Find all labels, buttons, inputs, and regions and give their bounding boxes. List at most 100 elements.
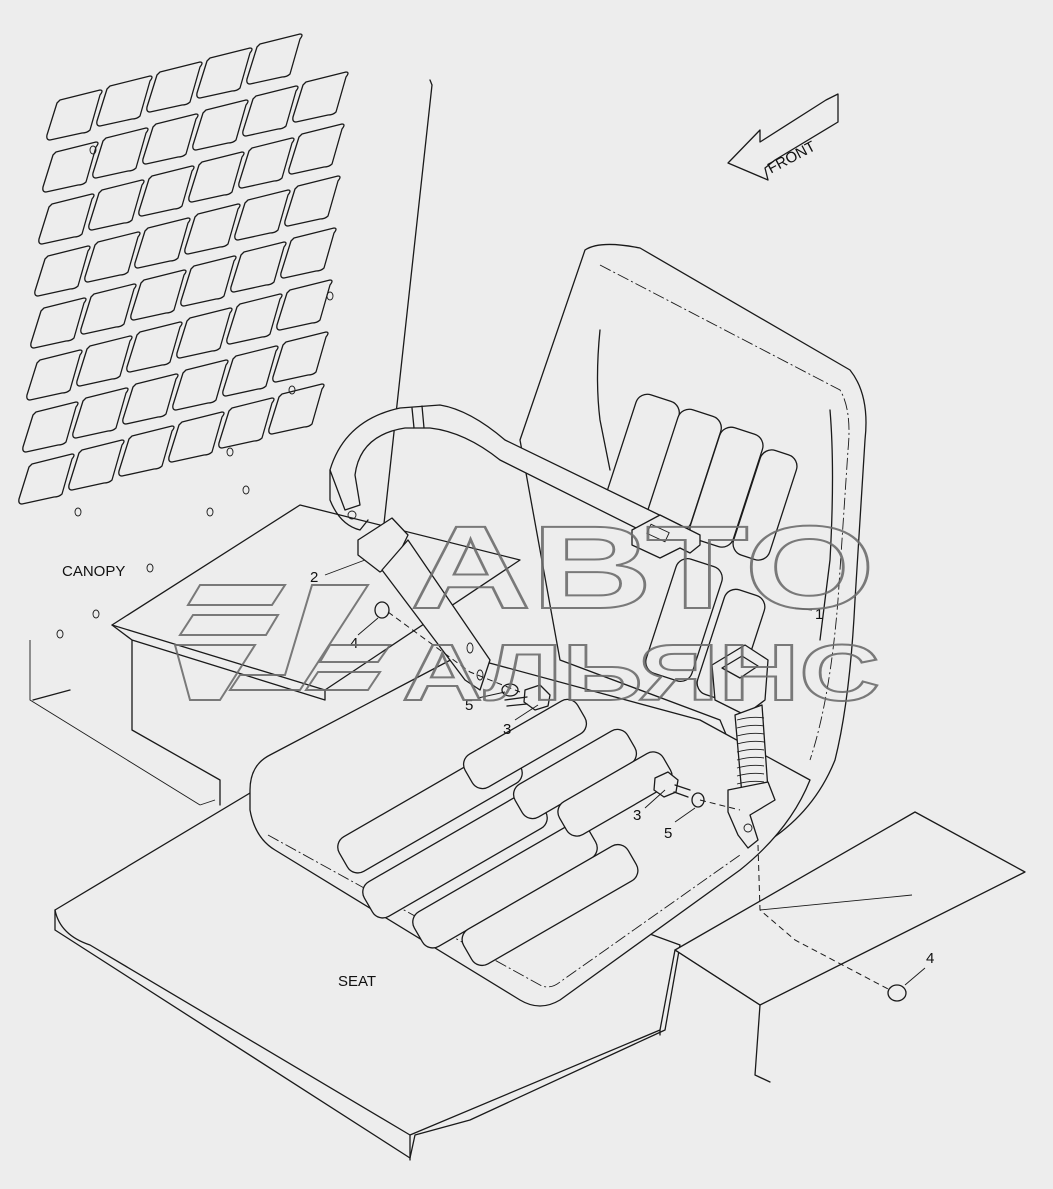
strap-loop bbox=[329, 469, 369, 531]
mesh-cell bbox=[76, 335, 133, 387]
mesh-cell bbox=[142, 113, 199, 165]
callout-5-right: 5 bbox=[664, 825, 672, 842]
buckle-receiver bbox=[711, 644, 769, 716]
callout-4-left: 4 bbox=[350, 635, 358, 652]
leader-3a bbox=[514, 704, 539, 721]
mesh-cell bbox=[226, 293, 283, 345]
backrest-seam bbox=[599, 264, 850, 761]
arm-hole-top bbox=[466, 642, 474, 654]
stalk-rib bbox=[736, 724, 765, 729]
mount-hole bbox=[226, 447, 234, 457]
mesh-cell bbox=[284, 175, 341, 227]
mount-hole bbox=[206, 507, 214, 517]
callout-2: 2 bbox=[310, 569, 318, 586]
mount-hole bbox=[56, 629, 64, 639]
mesh-cell bbox=[268, 383, 325, 435]
mesh-cell bbox=[134, 217, 191, 269]
strap-eyelet bbox=[347, 510, 357, 520]
mount-hole bbox=[89, 145, 97, 155]
stalk-rib bbox=[736, 740, 765, 745]
mesh-cell bbox=[238, 137, 295, 189]
mesh-cell bbox=[18, 453, 75, 505]
bolt-left bbox=[504, 684, 551, 711]
cushion-seam bbox=[267, 834, 741, 988]
leader-3b bbox=[644, 789, 666, 809]
mesh-cell bbox=[72, 387, 129, 439]
right-bracket-fold bbox=[659, 949, 771, 1083]
mesh-cell bbox=[22, 401, 79, 453]
stalk-rib bbox=[736, 732, 765, 737]
watermark: АВТО АЛЬЯНС bbox=[173, 501, 881, 718]
stalk-rib bbox=[736, 780, 765, 785]
stalk-rib bbox=[736, 764, 765, 769]
front-arrow: FRONT bbox=[727, 93, 839, 181]
bolt-right bbox=[653, 771, 691, 798]
mesh-cell bbox=[188, 151, 245, 203]
seat-platform bbox=[54, 789, 681, 1159]
mesh-cell bbox=[184, 203, 241, 255]
mesh-cell bbox=[118, 425, 175, 477]
mesh-cell bbox=[122, 373, 179, 425]
canopy-label: CANOPY bbox=[62, 563, 125, 580]
strap-band bbox=[411, 405, 425, 429]
canopy-plate-fold bbox=[111, 624, 326, 806]
mesh-cell bbox=[126, 321, 183, 373]
mesh-cell bbox=[42, 141, 99, 193]
callout-1: 1 bbox=[815, 606, 823, 623]
watermark-line1: АВТО bbox=[410, 502, 875, 634]
leader-5b bbox=[674, 807, 696, 823]
stalk-rib bbox=[736, 772, 765, 777]
mesh-cell bbox=[276, 279, 333, 331]
mesh-cell bbox=[80, 283, 137, 335]
callout-3-left: 3 bbox=[503, 721, 511, 738]
retractor-arm bbox=[381, 539, 491, 691]
canopy-side bbox=[29, 640, 216, 806]
cushion-pads bbox=[337, 698, 673, 967]
stalk-ribs bbox=[736, 716, 765, 785]
watermark-logo-icon bbox=[173, 584, 392, 701]
mesh-cell bbox=[46, 89, 103, 141]
fastening-line-right bbox=[699, 799, 891, 991]
mount-hole bbox=[326, 291, 334, 301]
mesh-cell bbox=[234, 189, 291, 241]
mesh-cell bbox=[26, 349, 83, 401]
arm-hole-bottom bbox=[476, 669, 484, 681]
mesh-cell bbox=[218, 397, 275, 449]
stalk-rib bbox=[736, 756, 765, 761]
mesh-cell bbox=[34, 245, 91, 297]
leader-1 bbox=[794, 607, 813, 611]
mesh-cell bbox=[292, 71, 349, 123]
backrest-inner bbox=[596, 329, 834, 641]
mesh-cell bbox=[88, 179, 145, 231]
mount-hole bbox=[288, 385, 296, 395]
nut-right bbox=[887, 984, 907, 1002]
mesh-cell bbox=[196, 47, 253, 99]
leader-4b bbox=[904, 967, 926, 986]
watermark-line2: АЛЬЯНС bbox=[402, 628, 880, 717]
mesh-cell bbox=[176, 307, 233, 359]
mesh-cell bbox=[288, 123, 345, 175]
canopy-mesh bbox=[18, 33, 349, 639]
mesh-cell bbox=[138, 165, 195, 217]
mesh-cell bbox=[92, 127, 149, 179]
mesh-cell bbox=[68, 439, 125, 491]
receiver-slot bbox=[721, 655, 759, 679]
mount-hole bbox=[146, 563, 154, 573]
leader-4a bbox=[357, 617, 379, 636]
mount-hole bbox=[743, 823, 753, 833]
mesh-cell bbox=[172, 359, 229, 411]
mesh-cell bbox=[84, 231, 141, 283]
mesh-cell bbox=[168, 411, 225, 463]
mesh-cell bbox=[30, 297, 87, 349]
canopy-edge bbox=[32, 79, 433, 701]
right-hidden-line bbox=[759, 894, 913, 911]
seat-label: SEAT bbox=[338, 973, 376, 990]
mesh-cell bbox=[222, 345, 279, 397]
mesh-cell bbox=[230, 241, 287, 293]
buckle-mount bbox=[727, 781, 776, 849]
mesh-cell bbox=[96, 75, 153, 127]
mesh-cell bbox=[242, 85, 299, 137]
mesh-cell bbox=[146, 61, 203, 113]
buckle-tongue bbox=[631, 514, 701, 559]
